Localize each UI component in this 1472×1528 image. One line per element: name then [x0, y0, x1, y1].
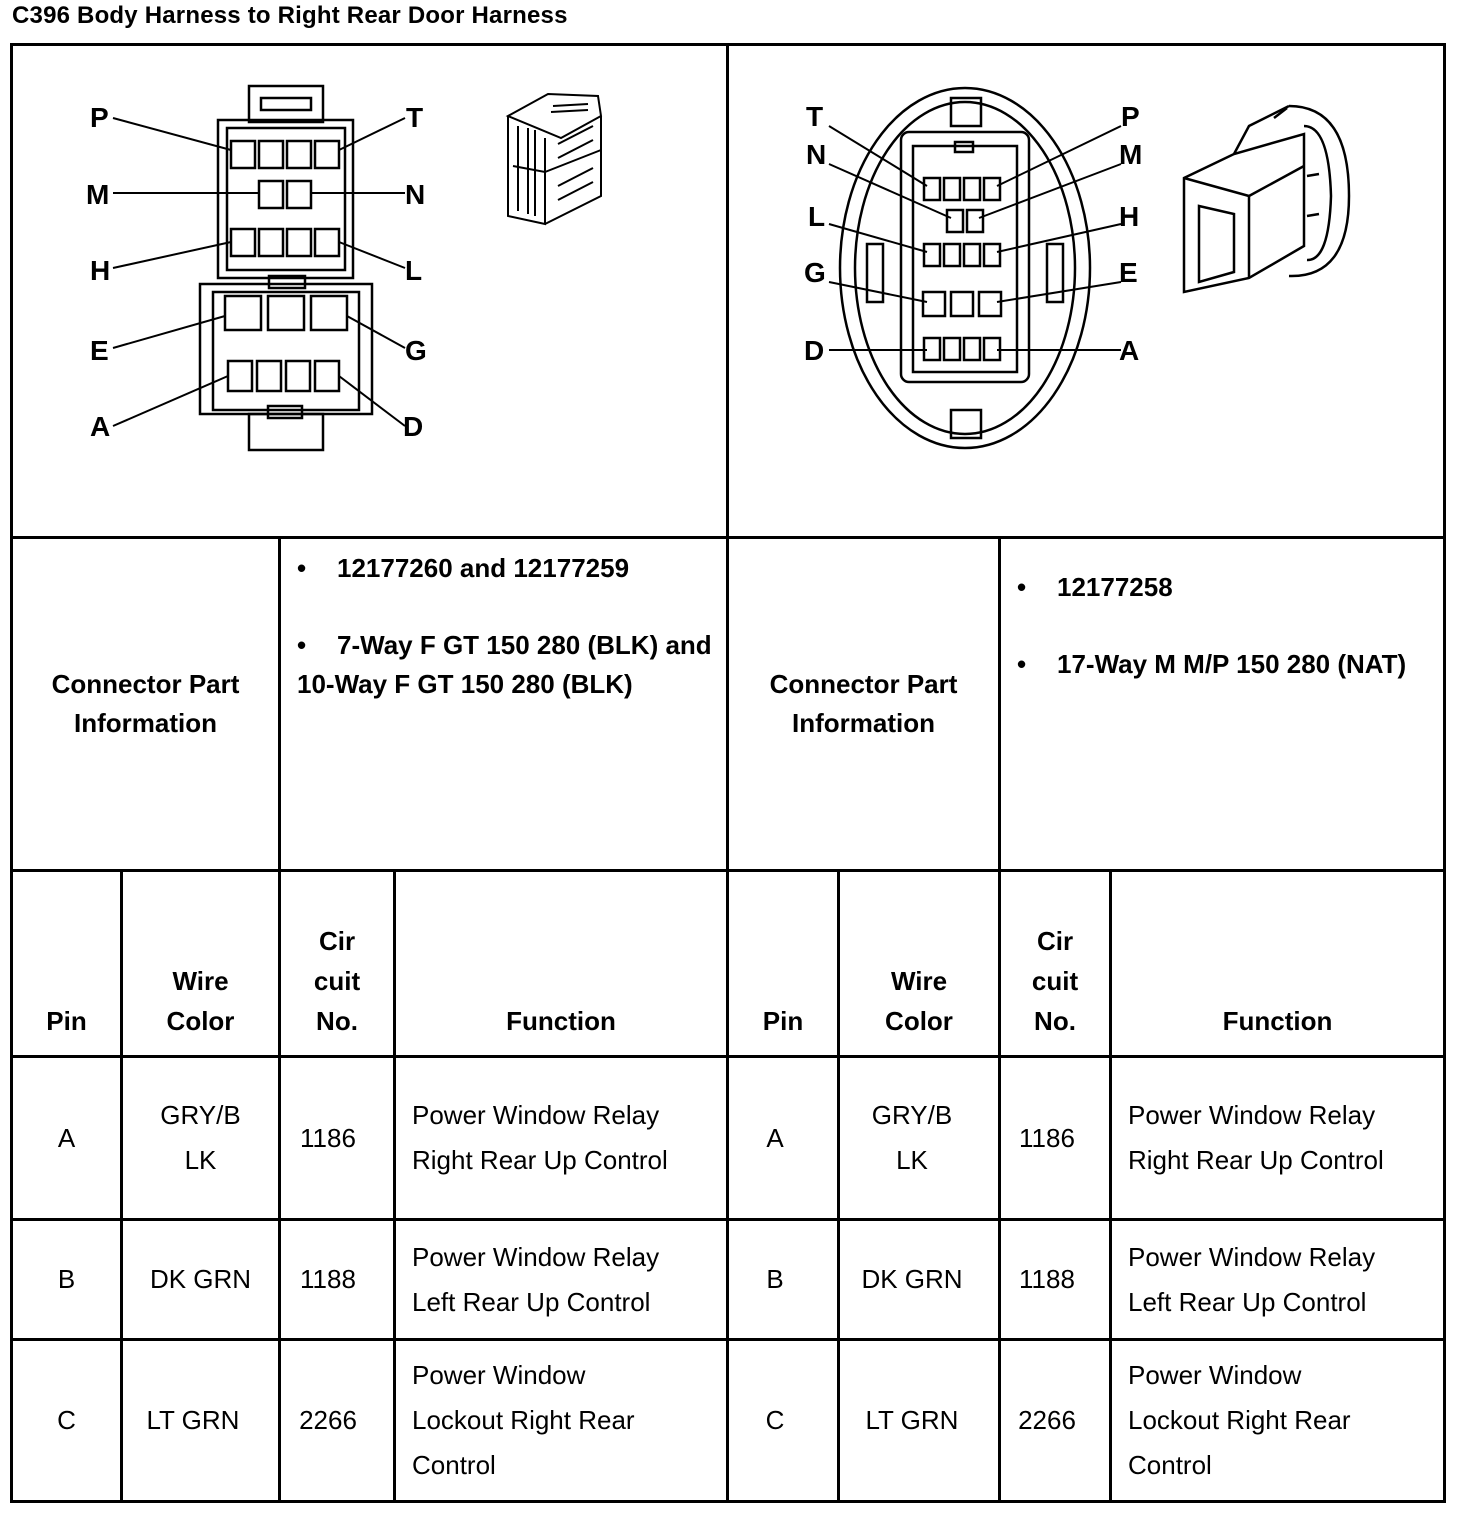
table-rule-info-left	[278, 536, 281, 1503]
table-border-right	[1443, 43, 1446, 1503]
row-c-wire-color: LT GRN	[865, 1405, 959, 1435]
left-pin-label: G	[405, 335, 427, 366]
row-b-pin: B	[57, 1264, 76, 1294]
left-pin-label: M	[86, 179, 109, 210]
bullet-icon: •	[1017, 649, 1027, 679]
right-connector-3d-icon	[1182, 104, 1351, 294]
header-circuit: Cir cuit No.	[1001, 872, 1109, 1055]
bullet-icon: •	[1017, 572, 1027, 602]
row-a-wire-color-text: GRY/B LK	[871, 1100, 953, 1175]
right-pin-label: E	[1119, 257, 1138, 288]
right-pin-label: T	[806, 101, 823, 132]
left-pin-label: T	[406, 102, 423, 133]
row-a-pin: A	[57, 1122, 76, 1153]
row-b-function: Power Window Relay Left Rear Up Control	[396, 1221, 726, 1338]
row-b-circuit: 1188	[300, 1264, 356, 1294]
row-b-pin: B	[766, 1264, 784, 1294]
right-info-label: Connector Part Information	[729, 539, 998, 869]
row-a-pin: A	[766, 1122, 784, 1153]
row-b-wire-color: DK GRN	[861, 1264, 963, 1294]
table-rule-center	[726, 43, 729, 1503]
row-c-function-text: Power Window Lockout Right Rear Control	[412, 1360, 635, 1480]
document-title: C396 Body Harness to Right Rear Door Har…	[12, 2, 568, 29]
table-rule-pin-right	[837, 869, 840, 1503]
row-a-circuit: 1186	[300, 1122, 356, 1153]
right-pin-label: D	[804, 335, 824, 366]
table-border-left	[10, 43, 13, 1503]
left-pin-label: D	[403, 411, 423, 442]
right-pin-label: N	[806, 139, 826, 170]
bullet-icon: •	[297, 630, 307, 660]
left-pin-label: A	[90, 411, 110, 442]
left-info-label-text: Connector Part Information	[51, 669, 240, 738]
table-rule-circuit-left	[393, 869, 396, 1503]
left-pin-label: H	[90, 255, 110, 286]
left-pin-label: L	[405, 255, 422, 286]
row-c-circuit: 2266	[1018, 1405, 1076, 1435]
left-connector-3d-icon	[505, 92, 603, 226]
header-pin: Pin	[46, 1006, 87, 1036]
table-rule-circuit-right	[1109, 869, 1112, 1503]
bullet-icon: •	[297, 553, 307, 583]
header-function: Function	[506, 1006, 616, 1036]
right-pin-label: G	[804, 257, 826, 288]
left-pin-label: E	[90, 335, 109, 366]
header-wire-color-text: Wire Color	[885, 966, 953, 1036]
header-wire-color: Wire Color	[123, 872, 278, 1055]
right-pin-label: A	[1119, 335, 1139, 366]
header-circuit-text: Cir cuit No.	[313, 926, 361, 1036]
left-info-label: Connector Part Information	[13, 539, 278, 869]
right-part-info: • 12177258 • 17-Way M M/P 150 280 (NAT)	[1017, 568, 1437, 858]
row-b-wire-color: DK GRN	[149, 1264, 252, 1294]
row-a-function: Power Window Relay Right Rear Up Control	[396, 1058, 726, 1218]
header-pin: Pin	[762, 1006, 804, 1036]
right-part-description: 17-Way M M/P 150 280 (NAT)	[1057, 649, 1407, 679]
header-function: Function	[1222, 1006, 1333, 1036]
left-part-description: 7-Way F GT 150 280 (BLK) and 10-Way F GT…	[297, 630, 712, 699]
left-part-numbers: 12177260 and 12177259	[337, 553, 630, 583]
right-pin-label: M	[1119, 139, 1142, 170]
row-c-pin: C	[57, 1405, 76, 1435]
header-circuit: Cir cuit No.	[281, 872, 393, 1055]
row-c-circuit: 2266	[299, 1405, 357, 1435]
row-a-wire-color: GRY/B LK	[840, 1058, 984, 1218]
table-rule-info-right	[998, 536, 1001, 1503]
table-rule-pin-left	[120, 869, 123, 1503]
row-a-wire-color: GRY/B LK	[123, 1058, 278, 1218]
row-b-function-text: Power Window Relay Left Rear Up Control	[1128, 1241, 1376, 1317]
left-part-info: •12177260 and 12177259 •7-Way F GT 150 2…	[297, 549, 717, 859]
right-pin-label: H	[1119, 201, 1139, 232]
right-pin-label: L	[808, 201, 825, 232]
row-c-pin: C	[765, 1405, 785, 1435]
row-a-wire-color-text: GRY/B LK	[160, 1100, 241, 1175]
left-pin-label: N	[405, 179, 425, 210]
right-pin-label: P	[1121, 101, 1140, 132]
row-a-function-text: Power Window Relay Right Rear Up Control	[1128, 1100, 1384, 1175]
row-c-function: Power Window Lockout Right Rear Control	[1112, 1341, 1443, 1500]
header-wire-color-text: Wire Color	[166, 966, 235, 1036]
row-b-circuit: 1188	[1019, 1264, 1075, 1294]
right-info-label-text: Connector Part Information	[769, 669, 958, 738]
row-b-function-text: Power Window Relay Left Rear Up Control	[412, 1241, 660, 1317]
header-circuit-text: Cir cuit No.	[1031, 926, 1079, 1036]
left-connector-diagram: P T M N H L E G A D	[86, 84, 603, 452]
row-c-function: Power Window Lockout Right Rear Control	[396, 1341, 726, 1500]
header-wire-color: Wire Color	[840, 872, 998, 1055]
right-part-numbers: 12177258	[1057, 572, 1173, 602]
row-b-function: Power Window Relay Left Rear Up Control	[1112, 1221, 1443, 1338]
right-connector-diagram: T P N M L H G E D A	[804, 86, 1351, 450]
row-a-function-text: Power Window Relay Right Rear Up Control	[412, 1100, 668, 1175]
row-c-wire-color: LT GRN	[146, 1405, 240, 1435]
left-pin-label: P	[90, 102, 109, 133]
row-a-function: Power Window Relay Right Rear Up Control	[1112, 1058, 1443, 1218]
row-c-function-text: Power Window Lockout Right Rear Control	[1128, 1360, 1351, 1480]
row-a-circuit: 1186	[1019, 1122, 1075, 1153]
